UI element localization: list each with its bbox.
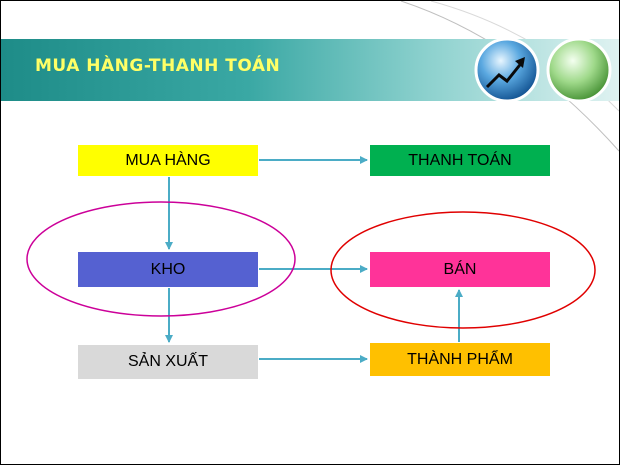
node-thanh-toan: THANH TOÁN: [370, 145, 550, 176]
node-ban: BÁN: [370, 252, 550, 287]
green-globe-icon: [546, 37, 612, 103]
slide-title: MUA HÀNG-THANH TOÁN: [35, 56, 281, 76]
growth-chart-globe-icon: [474, 37, 540, 103]
node-kho: KHO: [78, 252, 258, 287]
node-thanh-pham: THÀNH PHẨM: [370, 343, 550, 376]
node-san-xuat: SẢN XUẤT: [78, 345, 258, 379]
node-mua-hang: MUA HÀNG: [78, 145, 258, 176]
